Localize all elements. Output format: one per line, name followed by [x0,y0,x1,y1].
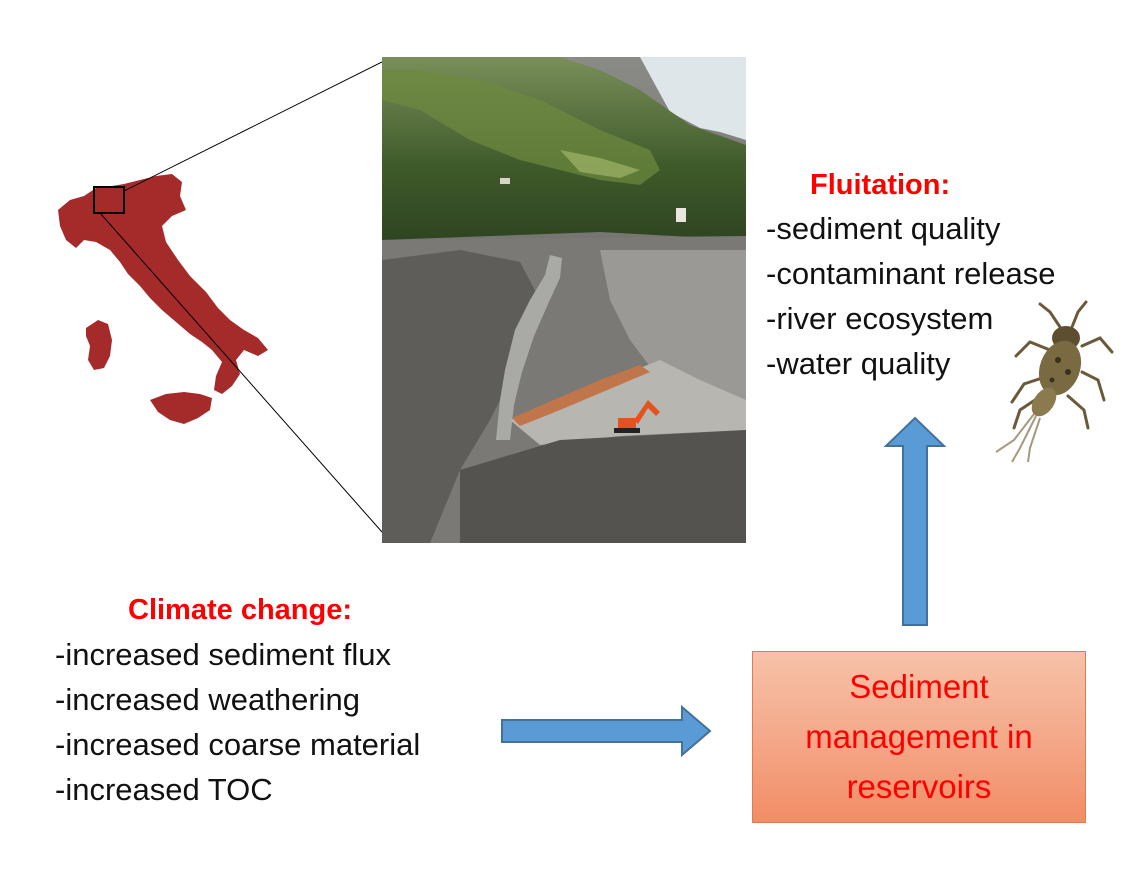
sediment-management-label: Sediment management in reservoirs [805,662,1032,812]
list-item: -increased weathering [55,682,361,717]
right-arrow-icon [501,704,712,758]
fluitation-heading: Fluitation: [810,169,951,201]
zoom-box [93,186,125,214]
up-arrow-icon [883,416,947,626]
label-line: reservoirs [846,768,992,805]
list-item: -water quality [766,346,951,381]
mayfly-larva-icon [995,300,1114,463]
zoom-line-top [123,61,383,192]
climate-heading: Climate change: [128,594,352,626]
list-item: -increased TOC [55,772,273,807]
zoom-line-bottom [99,212,383,533]
reservoir-photo [382,57,746,543]
list-item: -contaminant release [766,256,1056,291]
italy-map [58,174,268,424]
climate-list: -increased sediment flux -increased weat… [55,632,420,812]
label-line: Sediment [849,668,989,705]
list-item: -increased coarse material [55,727,421,762]
sediment-management-box: Sediment management in reservoirs [752,651,1086,823]
list-item: -increased sediment flux [55,637,391,672]
list-item: -river ecosystem [766,301,994,336]
fluitation-list: -sediment quality -contaminant release -… [766,206,1056,386]
label-line: management in [805,718,1033,755]
list-item: -sediment quality [766,211,1001,246]
